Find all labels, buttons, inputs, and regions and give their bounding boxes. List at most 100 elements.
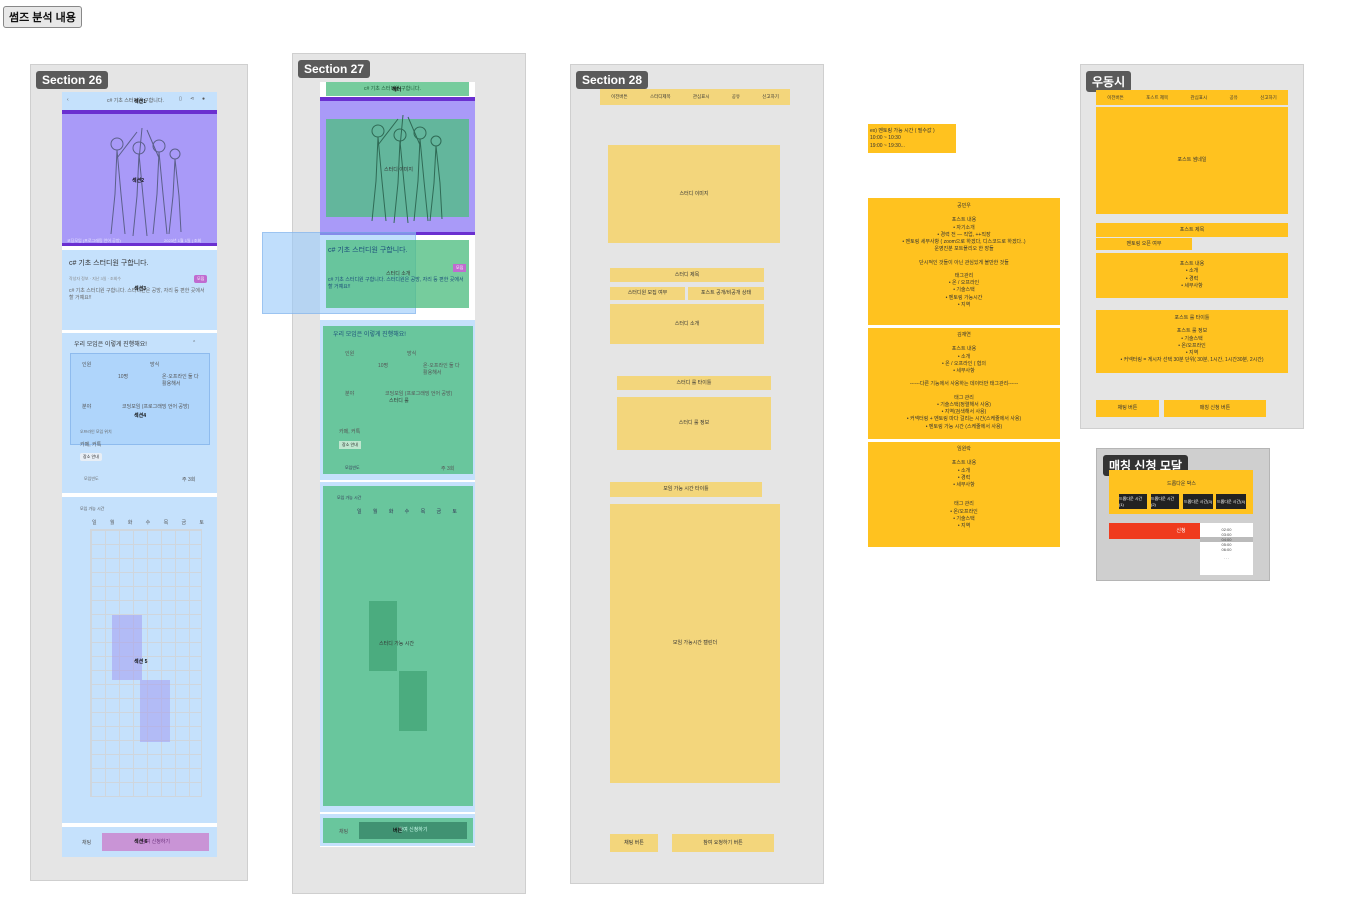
note-line: • 지역	[957, 523, 971, 529]
s26-hero-caption-right: 2023년 1월 1일 | 조회	[164, 238, 202, 243]
ud-chat-button[interactable]: 채팅 버튼	[1096, 400, 1159, 417]
section-28-label[interactable]: Section 28	[576, 71, 649, 89]
note-line: • 멘토링 세부사항 ( zoom으로 하겠다, 디스코드로 하겠다..)	[902, 239, 1026, 245]
s28-nav-report[interactable]: 신고하기	[762, 94, 779, 99]
s28-nav-back[interactable]: 이전버튼	[611, 94, 628, 99]
time-option-list[interactable]: 02:00 03:00 04:00 05:00 06:00 . . .	[1200, 523, 1253, 575]
s27-footer-overlay: 버튼	[393, 828, 403, 834]
s27-header: c# 기초 스터디원 구합니다. 헤더	[326, 82, 469, 96]
time-option[interactable]: 03:00	[1221, 532, 1232, 537]
note-line: • 자기소개	[953, 224, 975, 231]
time-option[interactable]: 05:00	[1221, 542, 1232, 547]
s28-image-block: 스터디 이미지	[608, 145, 780, 243]
s27-rule-r2: 방식	[407, 351, 417, 357]
ud-rule-item: • 지역	[1185, 350, 1199, 356]
note-line: • 기술스택(정렬해서 사용)	[937, 401, 991, 408]
s26-time-overlay: 섹션 5	[134, 659, 148, 665]
s26-day-row: 일 월 화 수 목 금 토	[92, 519, 204, 529]
note-line: • 기술스택	[953, 515, 975, 522]
s27-rule-title: 우리 모임은 이렇게 진행해요!	[333, 332, 406, 338]
share-icon[interactable]: ⋖	[190, 96, 195, 102]
ud-nav-like[interactable]: 관심표시	[1190, 94, 1208, 100]
s26-place-value: 카페, 커톡	[80, 442, 102, 448]
note-line: • 소개	[957, 467, 971, 474]
back-icon[interactable]: ‹	[67, 97, 69, 103]
time-option[interactable]: 02:00	[1221, 527, 1232, 532]
time-option[interactable]: 06:00	[1221, 547, 1232, 552]
s27-rule-r1: 인원	[345, 351, 355, 357]
s26-time-grid[interactable]	[90, 529, 202, 797]
s28-time-calendar-block: 모임 가능시간 캘린더	[610, 504, 780, 783]
day-label: 수	[404, 509, 410, 515]
note-title: 공민우	[957, 203, 971, 209]
note-line: • 기술스택	[953, 287, 975, 294]
ud-nav-back[interactable]: 이전버튼	[1107, 94, 1124, 100]
s27-day-row: 일 월 화 수 목 금 토	[357, 508, 457, 515]
udongsi-label[interactable]: 우동시	[1086, 71, 1132, 92]
s26-time-block[interactable]	[140, 680, 170, 742]
s26-hero-overlay: 섹션2	[132, 178, 144, 184]
s27-time-block[interactable]	[369, 601, 397, 671]
s26-chat-label[interactable]: 채팅	[82, 840, 92, 846]
s27-time-title: 모임 가능 시간	[337, 495, 362, 500]
bookmark-icon[interactable]: ▯	[179, 96, 182, 102]
time-dropdown-2[interactable]: 드롭다운 시간(2)	[1151, 494, 1179, 509]
s27-intro-label: 스터디 소개	[386, 271, 411, 277]
s27-header-title: c# 기초 스터디원 구합니다.	[364, 86, 421, 92]
s27-apply-button[interactable]: 참여 신청하기	[359, 822, 467, 839]
s27-intro: c# 기초 스터디원 구합니다. 스터디 소개 모집 c# 기초 스터디원 구합…	[326, 240, 469, 308]
ud-content-item: • 소개	[1185, 268, 1199, 275]
sticky-note-kongminwoo[interactable]: 공민우 포스트 내용• 자기소개• 경력 전 — 직업, ++직장• 멘토링 세…	[868, 198, 1060, 325]
time-dropdown-4[interactable]: 드롭다운 시간(4)	[1216, 494, 1246, 509]
s26-hero: 섹션2 코딩모임 (프로그래밍 언어 공방) 2023년 1월 1일 | 조회	[62, 110, 217, 246]
day-label: 목	[420, 509, 426, 515]
s27-rule-place: 카페, 커톡	[339, 429, 361, 435]
ud-rule-item: • 온/오프라인	[1178, 342, 1206, 349]
time-dropdown-1[interactable]: 드롭다운 시간(1)	[1119, 494, 1147, 509]
ud-nav-share[interactable]: 공유	[1229, 94, 1238, 100]
s26-progress-title: 우리 모임은 이렇게 진행해요!	[74, 342, 147, 348]
section-26-label[interactable]: Section 26	[36, 71, 109, 89]
note-line: 운영진분 포트폴리오 한 장들	[934, 246, 994, 253]
s26-row3-label: 분야	[82, 404, 92, 410]
sticky-line: 10:00 ~ 10:30	[870, 135, 901, 142]
s26-place-chip[interactable]: 장소 안내	[80, 453, 102, 461]
note-line: 단시적인 것들이 아닌 관심있게 볼만한 것들	[919, 259, 1009, 266]
chevron-up-icon[interactable]: ⌃	[192, 340, 197, 346]
s27-time-label: 스터디 가능 시간	[379, 641, 414, 647]
time-dropdown-3[interactable]: 드롭다운 시간(3)	[1183, 494, 1213, 509]
sticky-note-mentoring-time[interactable]: ex) 멘토링 가능 시간 ( 필수값 ) 10:00 ~ 10:30 19:0…	[868, 124, 956, 153]
time-option[interactable]: 04:00	[1200, 537, 1253, 542]
info-icon[interactable]: ●	[202, 96, 206, 102]
note-line: 포스트 내용	[951, 217, 977, 224]
ud-content-title: 포스트 내용	[1179, 261, 1205, 267]
s26-card: c# 기초 스터디원 구합니다. 작성자 정보 · 지난 3일 · 조회수 모집…	[62, 250, 217, 330]
s26-card-overlay: 섹션3	[134, 286, 146, 292]
note-line: 태그 관리	[954, 394, 974, 401]
ud-content-item: • 경력	[1185, 275, 1199, 282]
s27-time-block[interactable]	[399, 671, 427, 731]
s26-time: 모임 가능 시간 일 월 화 수 목 금 토 섹션 5	[62, 497, 217, 823]
ud-rule-item: • 기술스택	[1181, 335, 1203, 342]
note-line: • 온 / 오프라인	[948, 280, 980, 286]
s27-chat-label[interactable]: 채팅	[339, 829, 349, 835]
s26-time-block[interactable]	[112, 615, 142, 680]
s28-nav-like[interactable]: 관심표시	[692, 94, 710, 99]
s26-row2-label: 방식	[150, 362, 160, 368]
s27-time: 모임 가능 시간 일 월 화 수 목 금 토 스터디 가능 시간	[323, 486, 473, 806]
s27-rule-chip[interactable]: 장소 안내	[339, 441, 361, 449]
ud-apply-button[interactable]: 매칭 신청 버튼	[1164, 400, 1266, 417]
s26-time-title: 모임 가능 시간	[80, 506, 105, 511]
note-lines: 포스트 내용• 자기소개• 경력 전 — 직업, ++직장• 멘토링 세부사항 …	[868, 217, 1060, 309]
s28-date-block: 포스트 공개/비공개 상태	[688, 287, 764, 300]
day-label: 목	[163, 520, 169, 526]
s26-header-title: c# 기초 스터디원 구합니다.	[107, 98, 164, 104]
sticky-note-kimjaeyeon[interactable]: 김재연 포스트 내용• 소개• 온 / 오프라인 ( 협의• 세부사항-----…	[868, 328, 1060, 439]
s26-apply-button[interactable]: 참여 신청하기	[102, 833, 209, 851]
s28-nav-share[interactable]: 공유	[731, 94, 741, 99]
note-line: • 경력 전 — 직업, ++직장	[937, 231, 991, 238]
ud-nav-report[interactable]: 신고하기	[1260, 94, 1277, 100]
section-27-label[interactable]: Section 27	[298, 60, 371, 78]
